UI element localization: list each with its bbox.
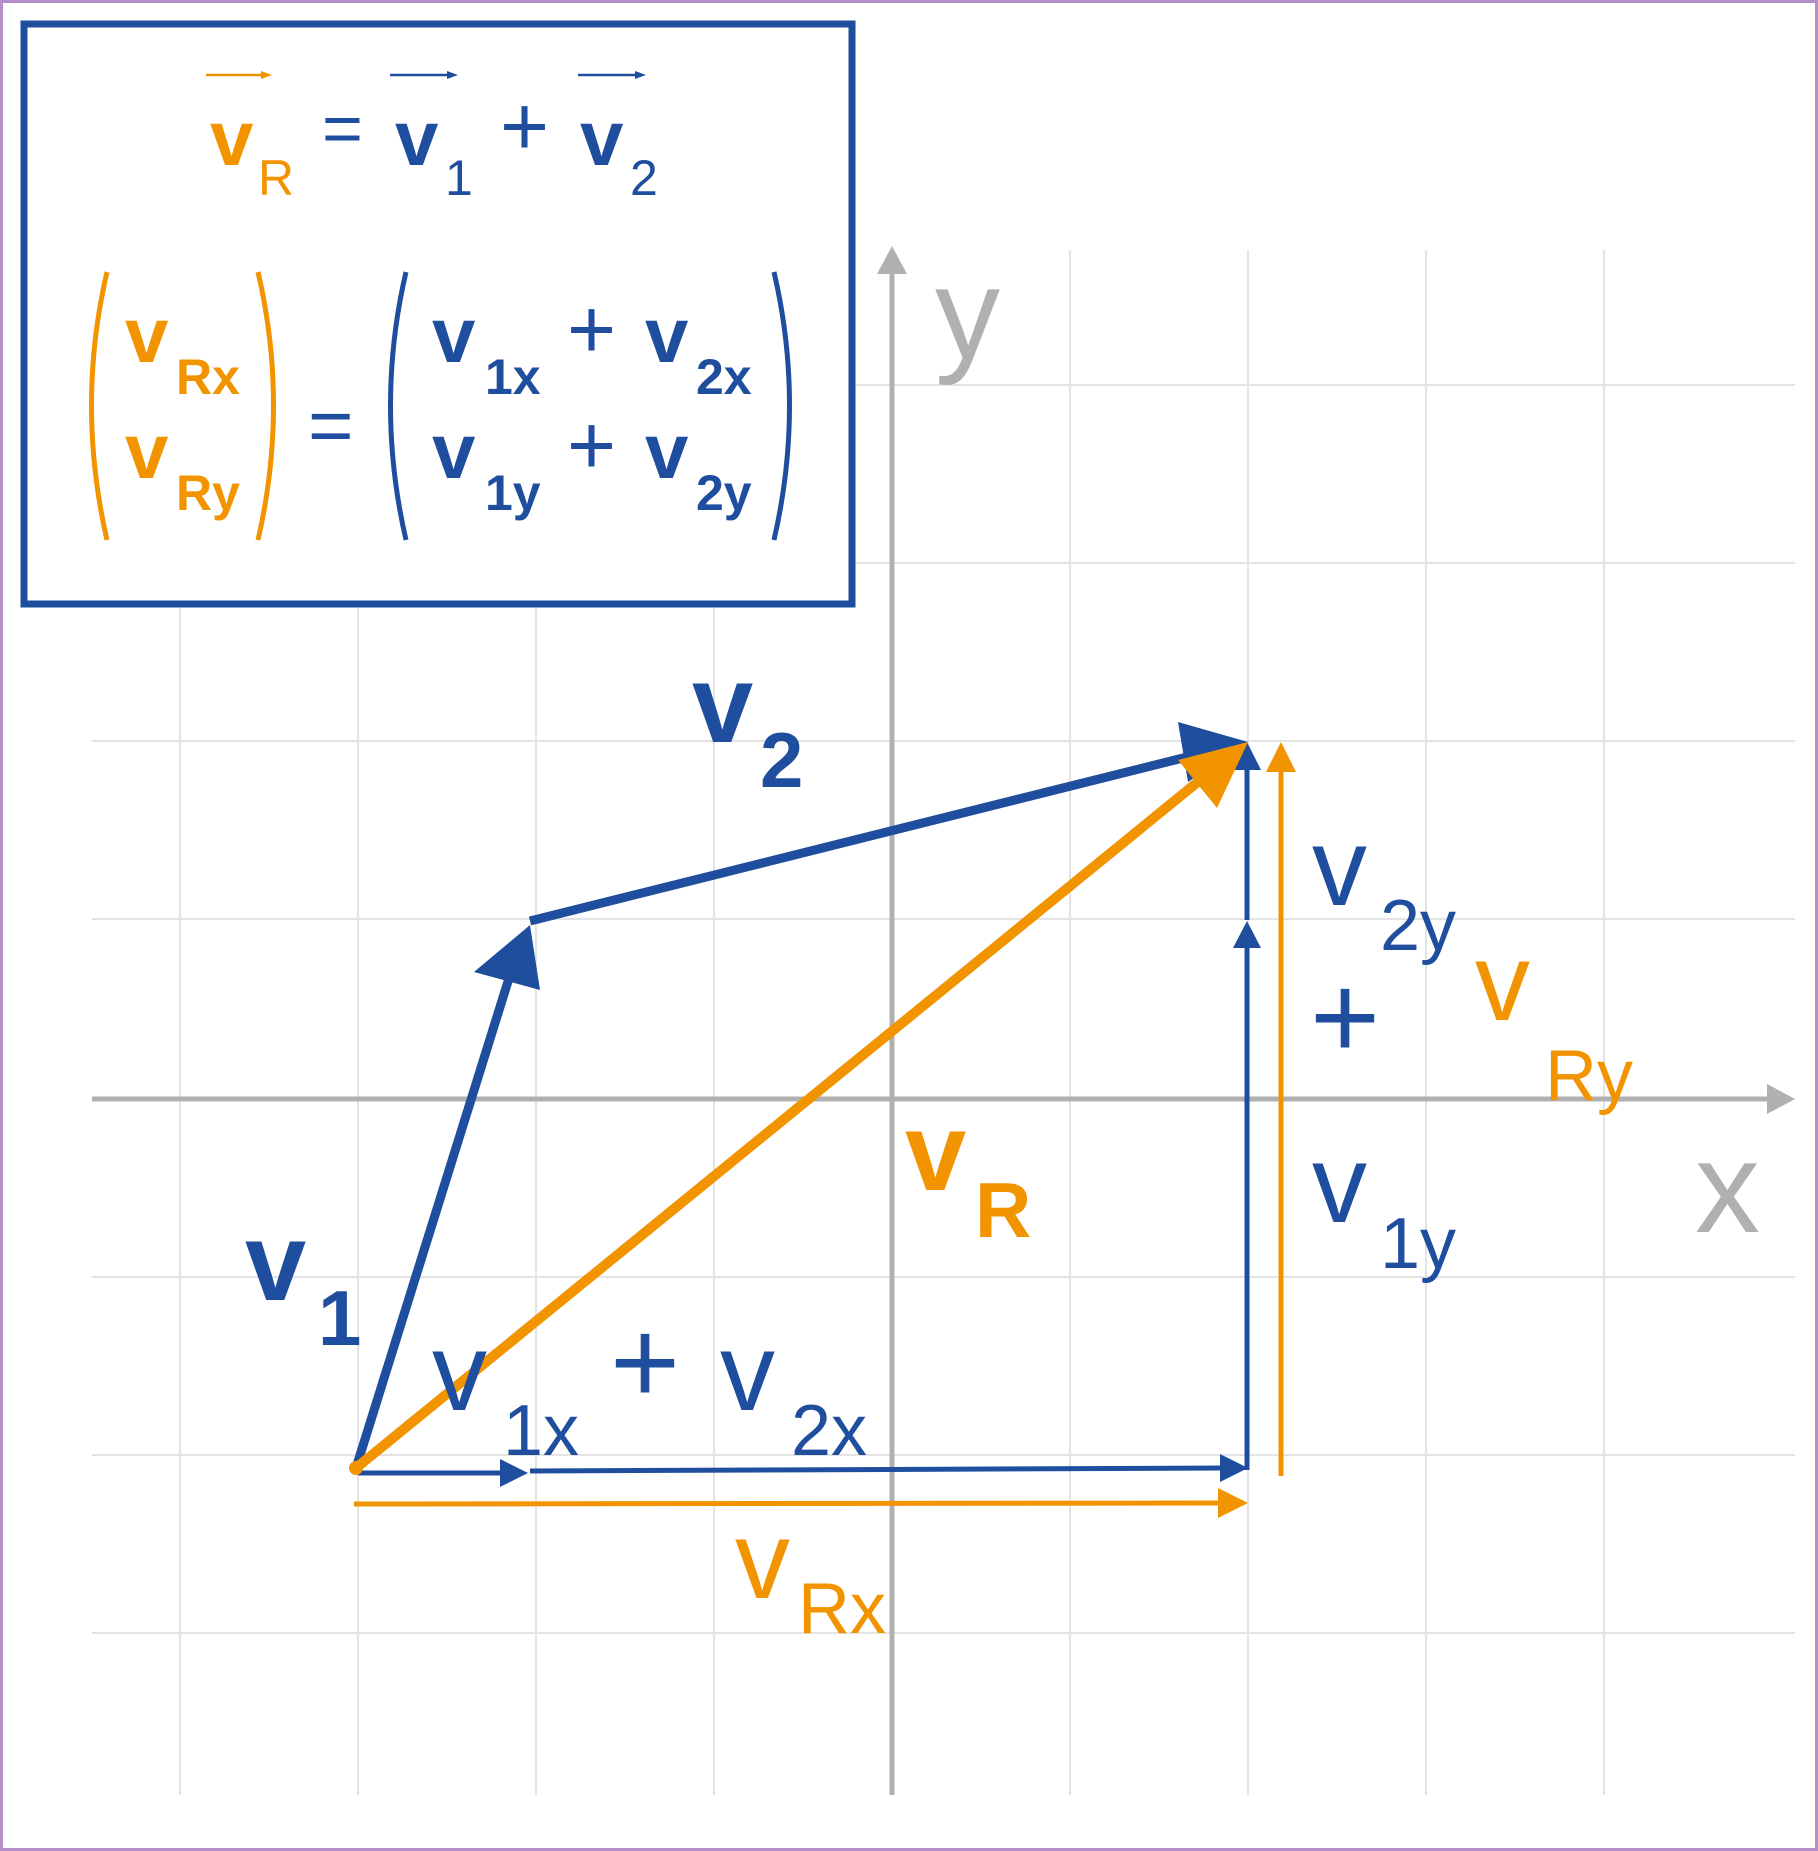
v1x-label-symbol: v <box>432 1311 487 1434</box>
v2-label-symbol: v <box>692 643 753 766</box>
v2y-label-symbol: v <box>1312 806 1367 929</box>
eq2-v2y-subscript: 2y <box>696 465 752 521</box>
v2-label-subscript: 2 <box>760 716 803 804</box>
eq2-vRy-subscript: Ry <box>176 465 240 521</box>
v2x-label-symbol: v <box>720 1311 775 1434</box>
vR-label-symbol: v <box>905 1091 966 1214</box>
arrow-over-vR-head <box>261 71 272 79</box>
v1y-arrowhead <box>1233 921 1261 948</box>
eq2-v1y-symbol: v <box>432 407 476 495</box>
vR-arrowhead <box>1178 742 1248 808</box>
component-equation: v Rx v Ry = v 1x + v 2x v 1y + v 2y <box>89 271 792 541</box>
v1-label-subscript: 1 <box>318 1274 361 1362</box>
eq2-vRx-symbol: v <box>125 291 169 379</box>
v2-vector-arrow <box>528 750 1197 926</box>
eq2-row1-plus: + <box>567 282 616 376</box>
y-components-plus: + <box>1310 950 1380 1084</box>
eq1-v1-symbol: v <box>395 94 439 182</box>
left-paren-orange-open <box>89 271 110 541</box>
v2y-arrowhead <box>1233 742 1261 770</box>
v1-arrowhead <box>474 925 540 990</box>
eq2-v2x-symbol: v <box>645 291 689 379</box>
arrow-over-v1-head <box>447 71 458 79</box>
eq1-v2-symbol: v <box>580 94 624 182</box>
vRy-arrowhead <box>1266 742 1296 772</box>
v1-label-symbol: v <box>245 1201 306 1324</box>
v2x-label-subscript: 2x <box>791 1391 867 1471</box>
vR-resultant-arrow <box>352 768 1214 1472</box>
v2x-component-arrow <box>529 1465 1226 1474</box>
vector-sum-equation: v R = v 1 + v 2 <box>206 71 658 206</box>
right-paren-blue-open <box>388 271 409 541</box>
eq2-equals: = <box>308 381 354 469</box>
vR-label-subscript: R <box>975 1166 1031 1254</box>
eq1-vR-subscript: R <box>258 150 294 206</box>
v1-vector-arrow <box>351 973 515 1470</box>
y-axis-label: y <box>935 240 1000 386</box>
eq2-row2-plus: + <box>567 398 616 492</box>
x-components-plus: + <box>610 1295 680 1429</box>
eq1-v1-subscript: 1 <box>445 150 473 206</box>
v1x-arrowhead <box>500 1459 528 1487</box>
vRy-label-symbol: v <box>1475 921 1530 1044</box>
y-components <box>1233 742 1296 1476</box>
main-vectors <box>349 722 1248 1475</box>
vRx-label-symbol: v <box>735 1499 790 1622</box>
origin-point <box>349 1461 363 1475</box>
formula-box: v R = v 1 + v 2 v Rx v Ry = v 1x + <box>20 20 856 608</box>
vRx-component-arrow <box>353 1500 1223 1507</box>
eq1-vR-symbol: v <box>210 94 254 182</box>
x-components <box>353 1454 1248 1518</box>
v2y-label-subscript: 2y <box>1380 886 1456 966</box>
vRx-arrowhead <box>1218 1488 1248 1518</box>
eq2-v2y-symbol: v <box>645 407 689 495</box>
vector-labels: v 1 v 2 v R <box>245 643 1031 1362</box>
eq2-v2x-subscript: 2x <box>696 349 752 405</box>
vRx-label-subscript: Rx <box>798 1569 886 1649</box>
eq1-v2-subscript: 2 <box>630 150 658 206</box>
component-labels: v 1x + v 2x v Rx v 2y + v 1y v Ry <box>432 806 1633 1649</box>
x-axis-arrowhead <box>1767 1084 1795 1114</box>
y-axis-arrowhead <box>877 246 907 274</box>
x-axis-label: x <box>1695 1114 1760 1260</box>
eq2-vRx-subscript: Rx <box>176 349 240 405</box>
right-paren-blue-close <box>771 271 792 541</box>
formula-box-border <box>20 20 856 608</box>
eq2-v1x-subscript: 1x <box>485 349 541 405</box>
eq1-equals: = <box>322 89 363 167</box>
v1y-label-subscript: 1y <box>1380 1204 1456 1284</box>
vRy-label-subscript: Ry <box>1545 1036 1633 1116</box>
eq2-vRy-symbol: v <box>125 407 169 495</box>
eq1-plus: + <box>500 79 549 173</box>
arrow-over-v2-head <box>635 71 646 79</box>
eq2-v1x-symbol: v <box>432 291 476 379</box>
v2x-arrowhead <box>1220 1454 1248 1482</box>
v1x-label-subscript: 1x <box>503 1391 579 1471</box>
left-paren-orange-close <box>255 271 276 541</box>
v1y-label-symbol: v <box>1312 1123 1367 1246</box>
eq2-v1y-subscript: 1y <box>485 465 541 521</box>
